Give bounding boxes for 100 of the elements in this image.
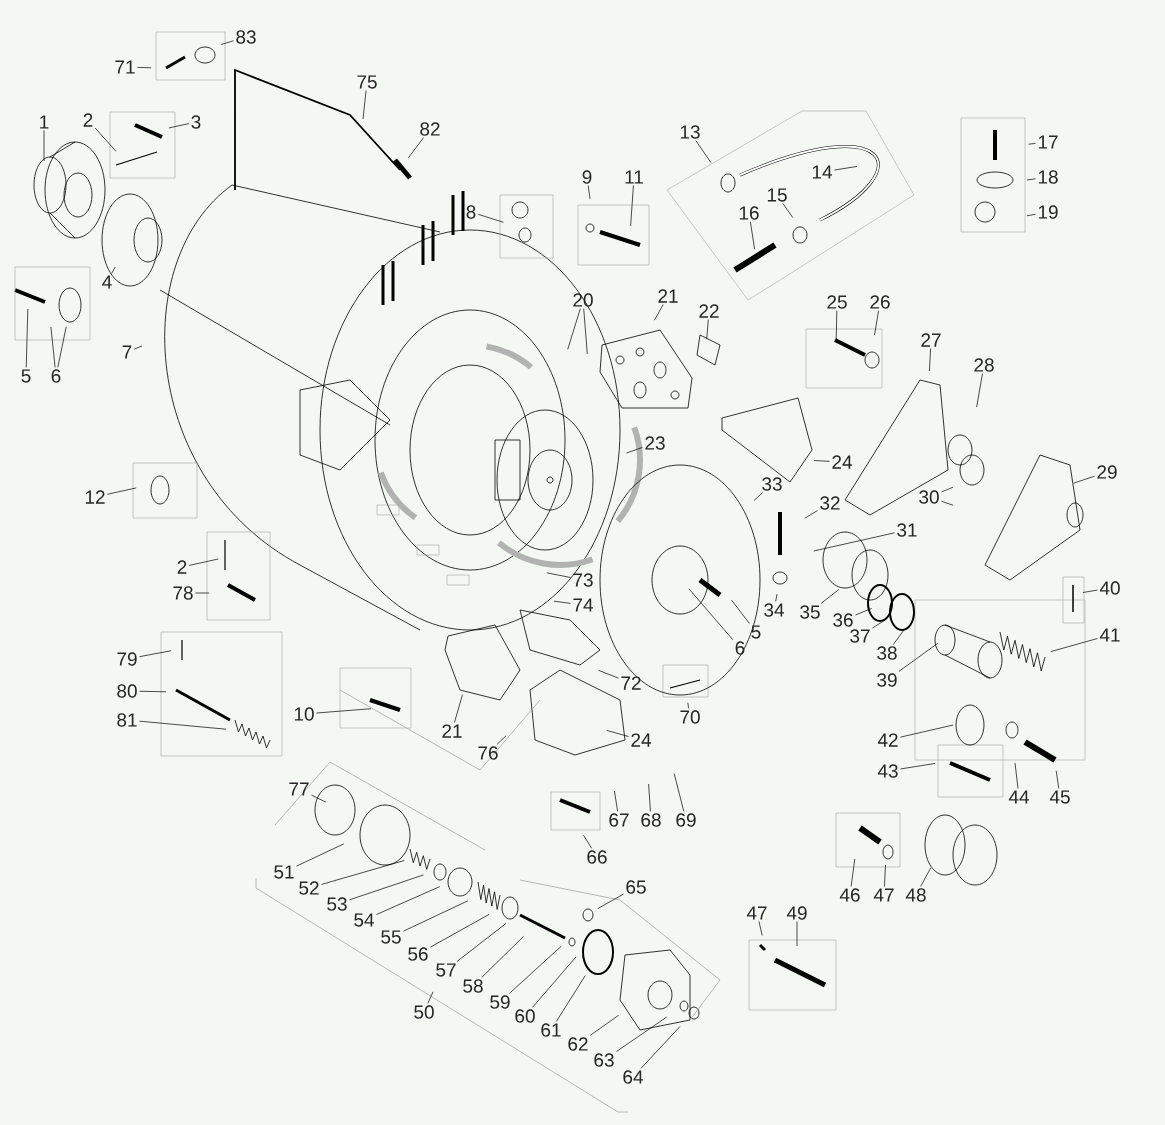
- callout-number: 15: [767, 188, 787, 202]
- leader-line: [496, 735, 507, 745]
- leader-line: [1028, 143, 1036, 145]
- leader-line: [311, 794, 327, 803]
- leader-line: [782, 203, 794, 218]
- callout-number: 44: [1008, 790, 1029, 804]
- callout-number: 13: [680, 125, 700, 139]
- callout-number: 8: [466, 205, 476, 219]
- leader-line: [614, 790, 618, 812]
- leader-line: [687, 702, 689, 709]
- callout-number: 10: [294, 707, 314, 721]
- callout-number: 4: [102, 275, 112, 289]
- callout-number: 58: [463, 979, 483, 993]
- leader-line: [139, 650, 172, 657]
- leader-line: [796, 921, 798, 947]
- callout-number: 61: [541, 1023, 561, 1037]
- leader-line: [850, 858, 856, 887]
- callout-number: 52: [299, 881, 319, 895]
- leader-line: [220, 40, 234, 45]
- leader-line: [137, 67, 152, 69]
- leader-line: [630, 185, 634, 227]
- leader-line: [376, 886, 441, 915]
- callout-number: 62: [568, 1037, 588, 1051]
- callout-number: 24: [631, 733, 651, 747]
- leader-line: [589, 1014, 620, 1036]
- leader-line: [654, 304, 664, 321]
- leader-line: [616, 1016, 667, 1052]
- leader-line: [168, 123, 190, 129]
- callout-number: 25: [827, 295, 847, 309]
- callout-number: 21: [442, 724, 462, 738]
- leader-line: [872, 619, 886, 629]
- callout-number: 56: [408, 947, 428, 961]
- callout-number: 79: [117, 652, 137, 666]
- callout-number: 22: [699, 304, 719, 318]
- callout-number: 14: [812, 165, 832, 179]
- leader-line: [321, 860, 405, 885]
- callout-number: 21: [658, 289, 678, 303]
- callout-number: 34: [764, 603, 784, 617]
- callout-number: 53: [327, 897, 347, 911]
- callout-number: 23: [645, 436, 665, 450]
- leader-line: [583, 834, 592, 849]
- callout-number: 49: [786, 906, 807, 920]
- callout-number: 64: [623, 1070, 643, 1084]
- leader-line: [855, 608, 873, 616]
- callout-number: 18: [1038, 170, 1058, 184]
- callout-number: 5: [21, 369, 31, 383]
- callout-number: 73: [573, 573, 593, 587]
- callout-number: 43: [877, 764, 898, 778]
- leader-line: [408, 137, 424, 159]
- callout-number: 17: [1038, 135, 1058, 149]
- leader-line: [477, 213, 504, 223]
- callout-number: 32: [820, 496, 840, 510]
- leader-line: [874, 310, 879, 336]
- callout-number: 76: [478, 746, 498, 760]
- leader-line: [57, 326, 67, 368]
- leader-line: [753, 492, 763, 501]
- leader-line: [316, 708, 372, 714]
- leader-line: [107, 487, 137, 495]
- leader-line: [349, 874, 424, 901]
- leader-line: [556, 975, 586, 1022]
- leader-line: [195, 592, 210, 594]
- callout-number: 70: [680, 710, 700, 724]
- callout-number: 30: [919, 490, 939, 504]
- leader-line: [898, 642, 939, 672]
- callout-number: 63: [594, 1053, 614, 1067]
- leader-line: [893, 628, 905, 645]
- leader-line: [706, 319, 709, 340]
- leader-line: [25, 308, 29, 368]
- leader-line: [362, 90, 367, 120]
- callout-number: 81: [117, 713, 137, 727]
- leader-line: [1082, 589, 1098, 593]
- leader-line: [648, 783, 651, 812]
- leader-line: [1050, 638, 1098, 652]
- callout-number: 37: [850, 629, 870, 643]
- callout-number: 5: [751, 625, 761, 639]
- leader-line: [1073, 475, 1095, 484]
- callout-number: 50: [414, 1005, 434, 1019]
- leader-line: [553, 600, 571, 604]
- leader-line: [941, 486, 954, 493]
- callout-number: 33: [762, 477, 782, 491]
- callout-number: 6: [735, 641, 745, 655]
- callout-number: 9: [582, 170, 592, 184]
- callout-number: 20: [573, 293, 593, 307]
- callout-number: 46: [839, 888, 860, 902]
- callout-number: 19: [1038, 205, 1058, 219]
- leader-line: [673, 773, 685, 812]
- leader-line: [587, 185, 591, 200]
- leader-line: [813, 460, 830, 462]
- callout-number: 82: [420, 122, 440, 136]
- callout-number: 59: [490, 995, 510, 1009]
- callout-number: 78: [173, 586, 193, 600]
- leader-line: [188, 558, 219, 566]
- callout-number: 42: [877, 733, 898, 747]
- leader-line: [597, 893, 624, 909]
- leader-line: [296, 843, 345, 867]
- callout-number: 83: [236, 30, 256, 44]
- leader-line: [598, 669, 619, 679]
- callout-number: 31: [897, 523, 917, 537]
- callout-number: 71: [115, 60, 135, 74]
- leader-line: [695, 140, 712, 163]
